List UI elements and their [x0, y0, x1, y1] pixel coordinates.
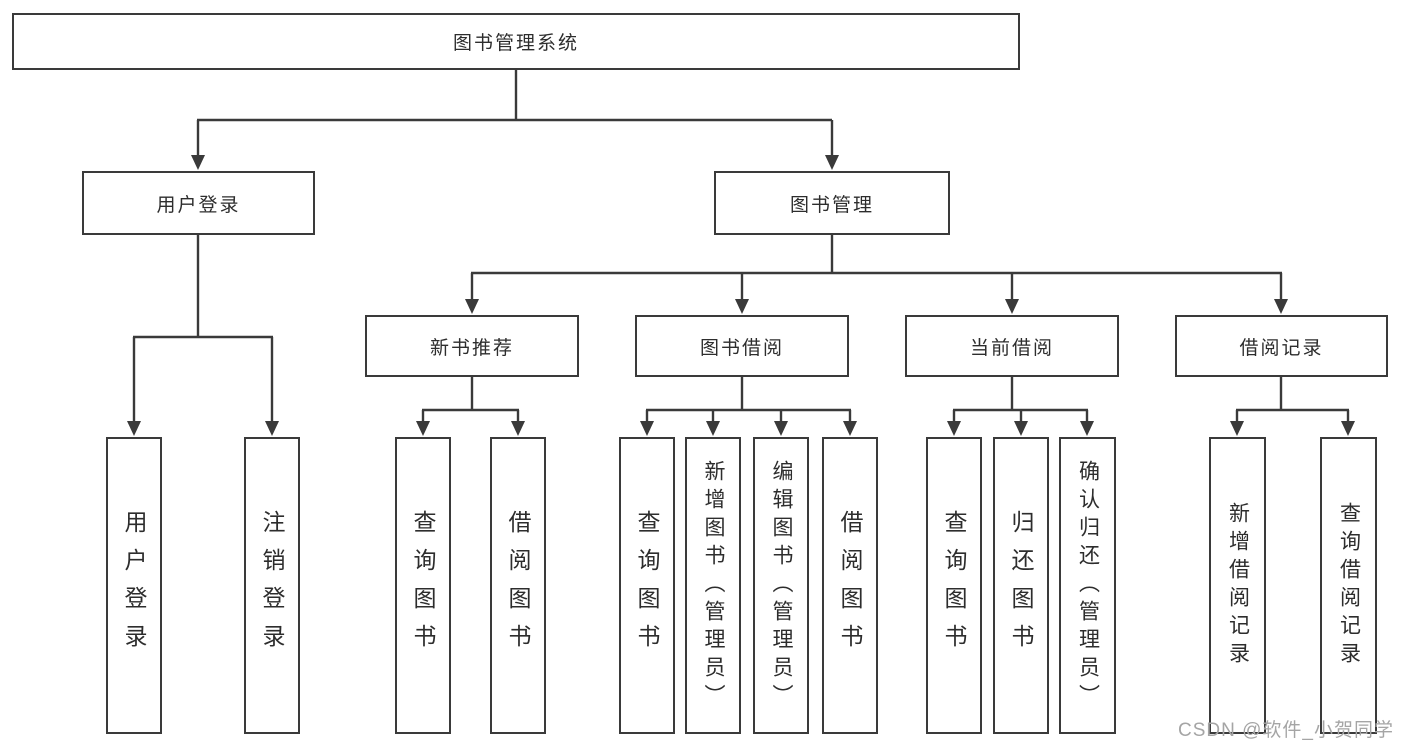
leaf-add-book-admin: 新增图书（管理员）: [685, 437, 741, 734]
csdn-watermark: CSDN @软件_小贺同学: [1178, 720, 1394, 741]
leaf-logout: 注销登录: [244, 437, 300, 734]
leaf-query-books-borrow: 查询图书: [619, 437, 675, 734]
leaf-query-books-recommend: 查询图书: [395, 437, 451, 734]
node-user-login: 用户登录: [82, 171, 315, 235]
leaf-confirm-return-admin: 确认归还（管理员）: [1059, 437, 1116, 734]
node-book-management: 图书管理: [714, 171, 950, 235]
leaf-user-login: 用户登录: [106, 437, 162, 734]
node-current-borrow: 当前借阅: [905, 315, 1119, 377]
node-new-book-recommend: 新书推荐: [365, 315, 579, 377]
leaf-return-book: 归还图书: [993, 437, 1049, 734]
leaf-edit-book-admin: 编辑图书（管理员）: [753, 437, 809, 734]
leaf-add-borrow-record: 新增借阅记录: [1209, 437, 1266, 734]
node-library-management-system: 图书管理系统: [12, 13, 1020, 70]
leaf-query-borrow-record: 查询借阅记录: [1320, 437, 1377, 734]
leaf-borrow-books-recommend: 借阅图书: [490, 437, 546, 734]
node-book-borrow: 图书借阅: [635, 315, 849, 377]
node-borrow-records: 借阅记录: [1175, 315, 1388, 377]
leaf-query-books-current: 查询图书: [926, 437, 982, 734]
leaf-borrow-books-2: 借阅图书: [822, 437, 878, 734]
